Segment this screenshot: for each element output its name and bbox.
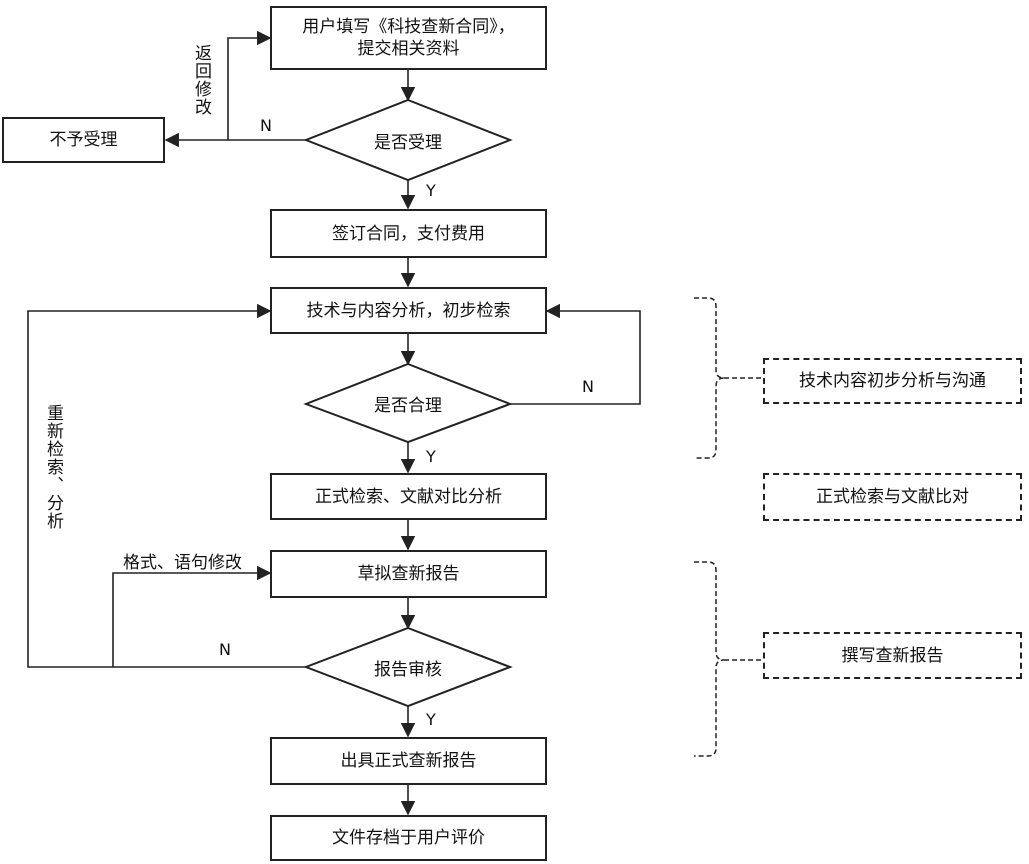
accept-diamond <box>303 98 513 182</box>
reasonable-check-label: 是否合理 <box>374 395 442 416</box>
issue-label: 出具正式查新报告 <box>340 751 477 771</box>
accept-check-label: 是否受理 <box>374 132 442 153</box>
reject-box: 不予受理 <box>2 117 165 163</box>
stage-search-label: 正式检索与文献比对 <box>816 487 969 507</box>
review-diamond <box>303 626 513 708</box>
analysis-label: 技术与内容分析，初步检索 <box>306 300 511 321</box>
archive-label: 文件存档于用户评价 <box>332 828 485 848</box>
stage-report-box: 撰写查新报告 <box>763 632 1022 679</box>
accept-no-label: N <box>260 116 272 135</box>
brace-stage3 <box>694 561 725 757</box>
return-modify-label: 返回修改 <box>191 44 211 116</box>
analysis-box: 技术与内容分析，初步检索 <box>270 287 547 334</box>
submit-box: 用户填写《科技查新合同》， 提交相关资料 <box>270 6 547 70</box>
stage-analysis-box: 技术内容初步分析与沟通 <box>763 358 1022 404</box>
draft-label: 草拟查新报告 <box>357 564 460 584</box>
reject-label: 不予受理 <box>49 130 118 150</box>
accept-yes-label: Y <box>426 181 436 200</box>
arrow-review-format-loop <box>112 565 272 667</box>
issue-box: 出具正式查新报告 <box>270 737 547 785</box>
draft-box: 草拟查新报告 <box>270 550 547 598</box>
reasonable-diamond <box>303 362 513 444</box>
submit-line-2: 提交相关资料 <box>357 39 460 59</box>
submit-line-1: 用户填写《科技查新合同》， <box>302 17 515 37</box>
reasonable-yes-label: Y <box>426 447 436 466</box>
arrow-review-research-loop <box>27 303 308 668</box>
research-label: 重新检索、分析 <box>43 404 63 530</box>
arrow-reasonable-no-loop <box>510 303 641 405</box>
arrow-return-modify <box>227 30 272 140</box>
sign-box: 签订合同，支付费用 <box>270 209 547 258</box>
review-check-label: 报告审核 <box>374 659 442 680</box>
format-fix-label: 格式、语句修改 <box>123 553 242 573</box>
review-yes-label: Y <box>426 710 436 729</box>
sign-label: 签订合同，支付费用 <box>332 223 485 244</box>
formal-search-label: 正式检索、文献对比分析 <box>315 486 502 507</box>
brace-stage1 <box>694 297 725 459</box>
review-no-label: N <box>219 640 231 659</box>
stage-search-box: 正式检索与文献比对 <box>763 473 1022 521</box>
reasonable-no-label: N <box>582 377 594 396</box>
archive-box: 文件存档于用户评价 <box>270 815 547 861</box>
stage-report-label: 撰写查新报告 <box>841 645 944 666</box>
stage-analysis-label: 技术内容初步分析与沟通 <box>799 371 986 391</box>
formal-search-box: 正式检索、文献对比分析 <box>270 473 547 520</box>
